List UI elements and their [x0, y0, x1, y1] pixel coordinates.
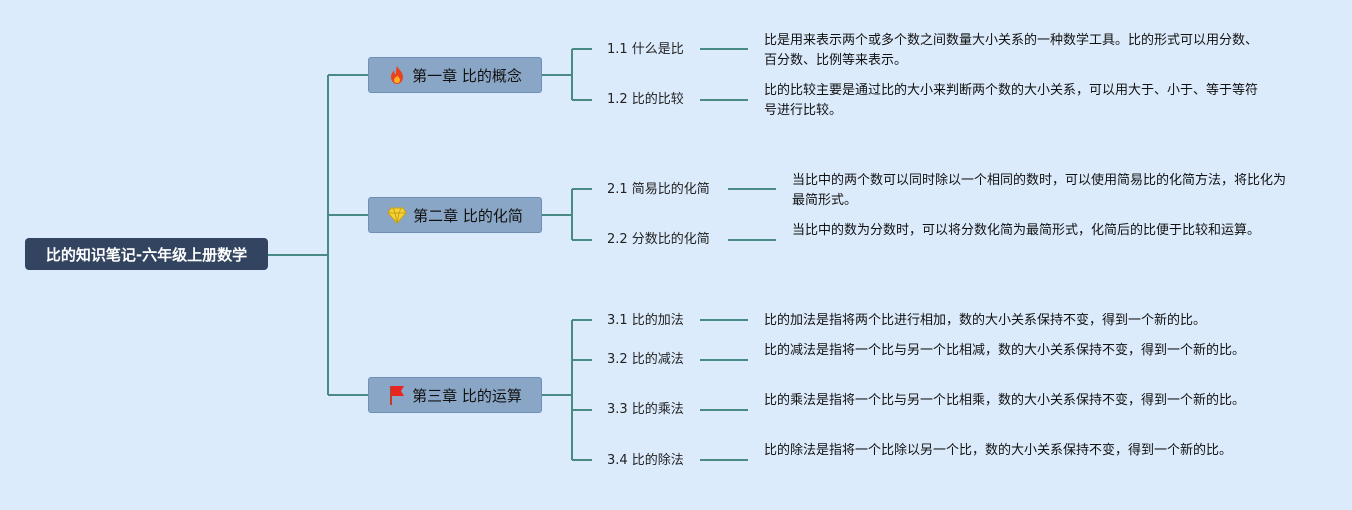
root-topic[interactable]: 比的知识笔记-六年级上册数学	[25, 238, 268, 270]
chapter-3-node[interactable]: 第三章 比的运算	[368, 377, 542, 413]
diamond-icon	[387, 206, 407, 224]
section-3-3-label[interactable]: 3.3 比的乘法	[607, 402, 684, 417]
fire-icon	[388, 65, 406, 85]
flag-icon	[388, 384, 406, 406]
chapter-2-label: 第二章 比的化简	[413, 206, 523, 225]
section-2-1-description: 当比中的两个数可以同时除以一个相同的数时，可以使用简易比的化简方法，将比化为最简…	[792, 173, 1287, 208]
section-3-3-description: 比的乘法是指将一个比与另一个比相乘，数的大小关系保持不变，得到一个新的比。	[764, 393, 1246, 408]
section-3-4-description: 比的除法是指将一个比除以另一个比，数的大小关系保持不变，得到一个新的比。	[764, 443, 1233, 458]
section-1-2-description: 比的比较主要是通过比的大小来判断两个数的大小关系，可以用大于、小于、等于等符号进…	[764, 83, 1259, 118]
chapter-1-node[interactable]: 第一章 比的概念	[368, 57, 542, 93]
section-3-1-label[interactable]: 3.1 比的加法	[607, 313, 684, 328]
chapter-1-label: 第一章 比的概念	[412, 66, 522, 85]
section-2-1-label[interactable]: 2.1 简易比的化简	[607, 182, 710, 197]
chapter-2-node[interactable]: 第二章 比的化简	[368, 197, 542, 233]
section-2-2-label[interactable]: 2.2 分数比的化简	[607, 232, 710, 247]
root-topic-label: 比的知识笔记-六年级上册数学	[45, 245, 248, 264]
section-3-1-description: 比的加法是指将两个比进行相加，数的大小关系保持不变，得到一个新的比。	[764, 313, 1207, 328]
section-3-2-label[interactable]: 3.2 比的减法	[607, 352, 684, 367]
section-1-1-label[interactable]: 1.1 什么是比	[607, 42, 684, 57]
chapter-3-label: 第三章 比的运算	[412, 386, 522, 405]
section-3-2-description: 比的减法是指将一个比与另一个比相减，数的大小关系保持不变，得到一个新的比。	[764, 343, 1246, 358]
section-3-4-label[interactable]: 3.4 比的除法	[607, 453, 684, 468]
section-1-1-description: 比是用来表示两个或多个数之间数量大小关系的一种数学工具。比的形式可以用分数、百分…	[764, 33, 1259, 68]
section-2-2-description: 当比中的数为分数时，可以将分数化简为最简形式，化简后的比便于比较和运算。	[792, 223, 1261, 238]
section-1-2-label[interactable]: 1.2 比的比较	[607, 92, 684, 107]
